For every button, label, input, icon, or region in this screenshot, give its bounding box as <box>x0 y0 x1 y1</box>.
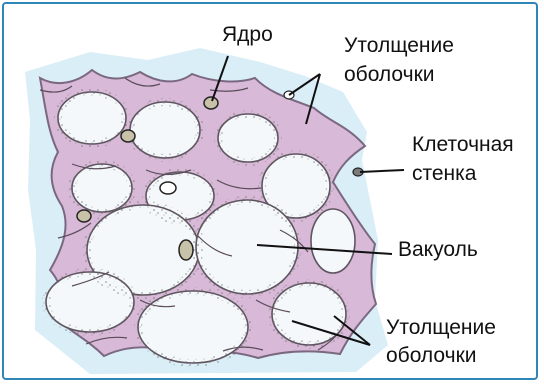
label-nucleus: Ядро <box>222 23 273 46</box>
nucleus-shape <box>77 210 91 222</box>
nucleus-shape <box>121 130 135 142</box>
nucleus-shape <box>204 97 218 109</box>
label-vacuole: Вакуоль <box>398 238 478 261</box>
label-thickening-top-line2: оболочки <box>344 63 435 86</box>
label-cell-wall-line2: стенка <box>412 162 477 185</box>
label-thickening-bottom-line2: оболочки <box>386 344 477 367</box>
label-cell-wall-line1: Клеточная <box>412 133 514 156</box>
nucleus-shape <box>179 240 193 260</box>
label-thickening-bottom-line1: Утолщение <box>386 316 496 339</box>
nucleus-shape <box>160 182 176 194</box>
label-thickening-top-line1: Утолщение <box>344 34 454 57</box>
